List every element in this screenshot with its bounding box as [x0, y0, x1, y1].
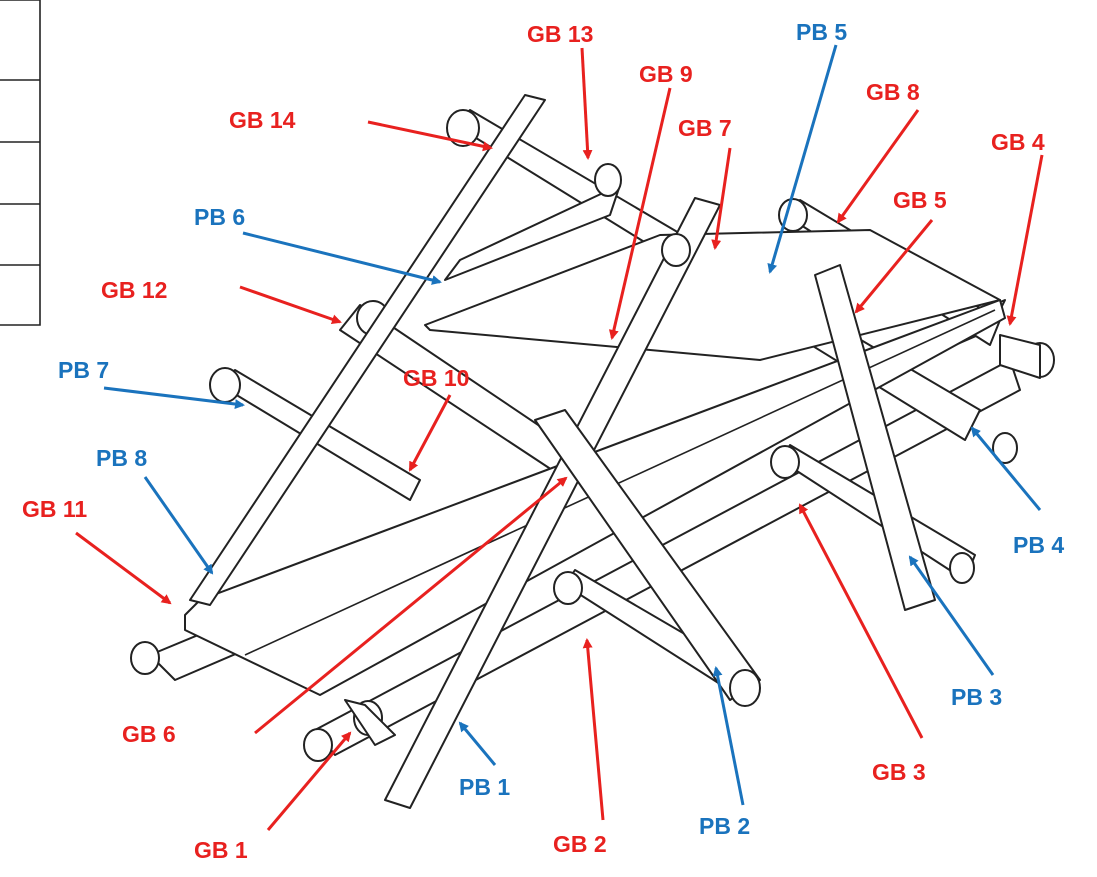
pb4-bar-end: [992, 432, 1018, 464]
left-long-leg: [189, 94, 546, 606]
pb3-bar-end: [949, 552, 975, 584]
tie-end-upper: [594, 163, 622, 197]
rear-bar-1-end: [130, 641, 160, 675]
side-frame: [0, 0, 41, 326]
gb-arrows: [75, 47, 1044, 831]
label-gb7: GB 7: [678, 115, 732, 141]
label-pb8: PB 8: [96, 445, 147, 471]
bottom-mid-bar-end: [553, 571, 583, 605]
rear-bar-2-end: [303, 728, 333, 762]
right-lower-bar-end: [770, 445, 800, 479]
label-gb14: GB 14: [229, 107, 296, 133]
front-short-leg: [534, 409, 761, 701]
rear-bar-3: [999, 334, 1041, 379]
lower-left-bar-end: [209, 367, 241, 403]
label-gb12: GB 12: [101, 277, 167, 303]
tie-end-right: [661, 233, 691, 267]
right-short-leg: [814, 264, 936, 611]
label-gb4: GB 4: [991, 129, 1045, 155]
label-gb10: GB 10: [403, 365, 469, 391]
label-pb1: PB 1: [459, 774, 510, 800]
labels: GB 13 GB 9 GB 7 GB 14 GB 8 GB 4 GB 5 GB …: [22, 19, 1064, 863]
label-pb6: PB 6: [194, 204, 245, 230]
label-gb1: GB 1: [194, 837, 248, 863]
front-short-leg-end: [729, 669, 761, 707]
label-gb11: GB 11: [22, 496, 87, 522]
label-pb4: PB 4: [1013, 532, 1064, 558]
label-gb2: GB 2: [553, 831, 607, 857]
label-pb7: PB 7: [58, 357, 109, 383]
label-gb9: GB 9: [639, 61, 693, 87]
top-long-bar-end: [446, 109, 480, 147]
label-pb2: PB 2: [699, 813, 750, 839]
label-gb3: GB 3: [872, 759, 926, 785]
label-gb13: GB 13: [527, 21, 593, 47]
label-gb8: GB 8: [866, 79, 920, 105]
diagonal-bars-sw-ne: [189, 94, 936, 809]
label-gb6: GB 6: [122, 721, 176, 747]
label-pb3: PB 3: [951, 684, 1002, 710]
label-gb5: GB 5: [893, 187, 947, 213]
cross-ties: [344, 163, 691, 746]
label-pb5: PB 5: [796, 19, 847, 45]
pb-arrows: [103, 44, 1042, 806]
front-bottom-bar: [344, 699, 396, 746]
